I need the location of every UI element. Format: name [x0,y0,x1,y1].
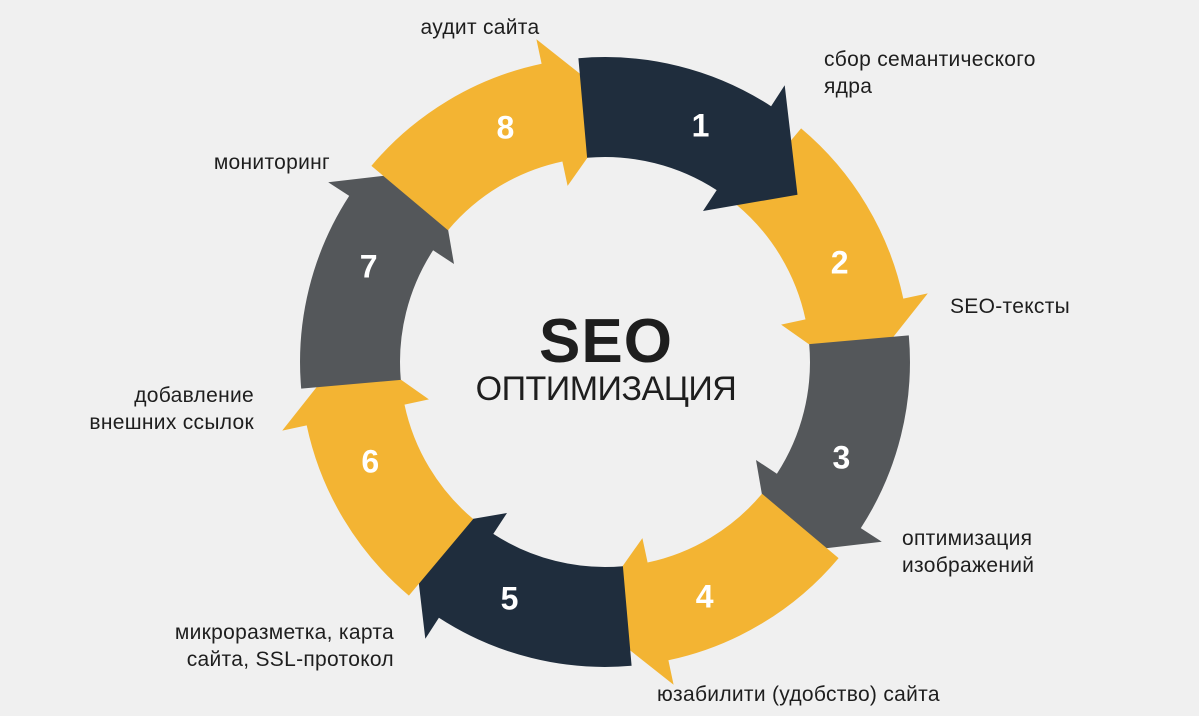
cycle-arrow-4 [587,493,839,685]
step-label-3: SEO-тексты [950,293,1070,320]
step-label-7-line-1: добавление [134,384,254,407]
step-label-4: оптимизация изображений [902,525,1034,579]
cycle-arrow-6 [282,344,474,596]
step-label-7: добавление внешних ссылок [40,382,254,436]
step-number-2: 2 [831,244,849,280]
step-number-5: 5 [501,580,519,616]
cycle-arrow-7 [300,169,454,389]
step-label-6: микроразметка, карта сайта, SSL-протокол [94,619,394,673]
step-label-6-line-2: сайта, SSL-протокол [186,648,394,671]
step-number-3: 3 [833,440,851,476]
step-number-6: 6 [361,444,379,480]
step-label-2: сбор семантического ядра [824,46,1036,100]
step-label-1: аудит сайта [400,14,560,41]
step-label-8: мониторинг [120,149,330,176]
center-subtitle: ОПТИМИЗАЦИЯ [475,370,737,408]
step-label-4-line-2: изображений [902,554,1035,577]
step-label-8-line-1: мониторинг [213,151,330,174]
step-label-2-line-2: ядра [824,75,873,98]
step-label-5: юзабилити (удобство) сайта [657,681,940,708]
step-number-8: 8 [497,109,515,145]
cycle-arrow-3 [756,335,910,555]
step-label-2-line-1: сбор семантического [824,48,1036,71]
step-label-3-line-1: SEO-тексты [950,295,1071,318]
step-label-4-line-1: оптимизация [902,527,1033,550]
step-label-1-line-1: аудит сайта [420,16,540,39]
step-number-4: 4 [696,579,714,615]
cycle-arrow-5 [412,513,632,667]
cycle-arrow-1 [578,57,798,212]
step-label-5-line-1: юзабилити (удобство) сайта [657,683,940,706]
cycle-arrow-8 [371,39,623,231]
step-number-1: 1 [692,108,710,144]
step-label-6-line-1: микроразметка, карта [174,621,394,644]
step-number-7: 7 [360,249,378,285]
center-title: SEO [539,307,673,376]
step-label-7-line-2: внешних ссылок [89,411,254,434]
